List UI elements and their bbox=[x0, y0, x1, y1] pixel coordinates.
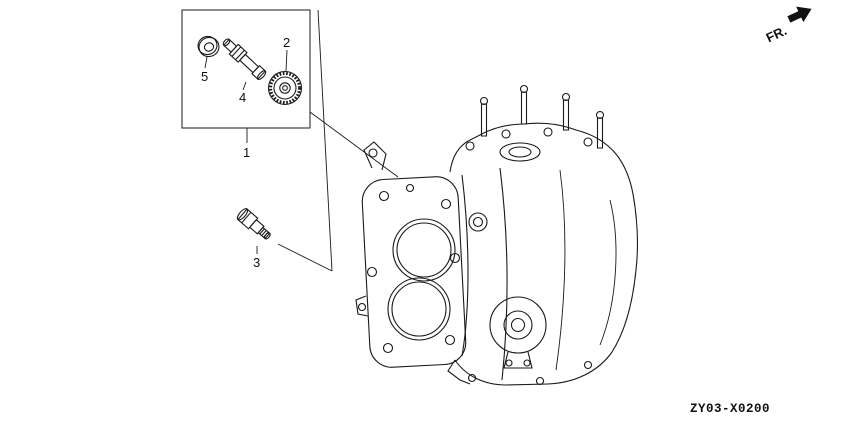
bolt-hole bbox=[380, 192, 389, 201]
bolt-hole bbox=[446, 336, 455, 345]
thermostat-opening-inner bbox=[509, 147, 531, 157]
flange-bolt bbox=[469, 375, 476, 382]
left-bracket bbox=[364, 142, 386, 170]
bolt-head bbox=[466, 142, 474, 150]
witness-line-to-engine bbox=[310, 112, 398, 177]
witness-line-part3 bbox=[278, 244, 332, 271]
callout-5: 5 bbox=[201, 69, 208, 84]
crankcase-boss bbox=[490, 297, 546, 353]
callout-3: 3 bbox=[253, 255, 260, 270]
crankcase-boss-mid bbox=[504, 311, 532, 339]
stud-bolts bbox=[481, 86, 604, 149]
gear-teeth bbox=[271, 74, 300, 103]
fr-arrow-icon bbox=[787, 6, 812, 23]
cylinder-bore-2 bbox=[388, 278, 450, 340]
parts-group-box bbox=[182, 10, 310, 128]
callout-2: 2 bbox=[283, 35, 290, 50]
gasket-face bbox=[361, 176, 467, 369]
washer-part-drawing bbox=[196, 34, 222, 59]
crankcase-boss-inner bbox=[512, 319, 525, 332]
bolt-hole bbox=[451, 254, 460, 263]
gear-part-drawing bbox=[269, 72, 302, 105]
callout-4: 4 bbox=[239, 90, 246, 105]
cylinder-bore-2-inner bbox=[392, 282, 446, 336]
bolt-hole bbox=[407, 185, 414, 192]
engine-rib-1 bbox=[462, 175, 468, 356]
left-bracket-hole bbox=[369, 149, 377, 157]
flange-bolt bbox=[585, 362, 592, 369]
engine-silhouette bbox=[450, 123, 637, 385]
leader-line-5 bbox=[205, 57, 207, 68]
bolt-hole bbox=[442, 200, 451, 209]
sensor-part-drawing bbox=[236, 207, 274, 242]
left-tab-hole bbox=[359, 304, 366, 311]
fr-direction-indicator: FR. bbox=[764, 6, 812, 45]
leader-line-2 bbox=[286, 50, 287, 71]
boss-bracket-bolt bbox=[524, 360, 530, 366]
cylinder-bore-1-inner bbox=[397, 223, 451, 277]
diagram-code: ZY03-X0200 bbox=[690, 402, 770, 416]
flange-edge bbox=[448, 360, 470, 384]
fr-label: FR. bbox=[764, 23, 789, 45]
cylinder-bore-1 bbox=[393, 219, 455, 281]
left-tab bbox=[356, 296, 368, 316]
callout-1: 1 bbox=[243, 145, 250, 160]
bolt-head bbox=[544, 128, 552, 136]
shaft-part-drawing bbox=[220, 36, 267, 82]
engine-rib-3 bbox=[556, 170, 565, 370]
thermostat-opening bbox=[500, 143, 540, 161]
leader-line-4 bbox=[243, 82, 246, 90]
flange-bolt bbox=[537, 378, 544, 385]
sensor-boss-inner bbox=[474, 218, 483, 227]
bolt-hole bbox=[368, 268, 377, 277]
engine-block-drawing bbox=[356, 86, 637, 386]
boss-bracket bbox=[504, 352, 532, 368]
boss-bracket-bolt bbox=[506, 360, 512, 366]
engine-rib-4 bbox=[600, 200, 616, 345]
bolt-head bbox=[584, 138, 592, 146]
engine-rib-2 bbox=[500, 168, 507, 380]
witness-line-vertical bbox=[318, 10, 332, 271]
bolt-hole bbox=[384, 344, 393, 353]
sensor-boss bbox=[469, 213, 487, 231]
bolt-head bbox=[502, 130, 510, 138]
group-box-outline bbox=[182, 10, 310, 128]
